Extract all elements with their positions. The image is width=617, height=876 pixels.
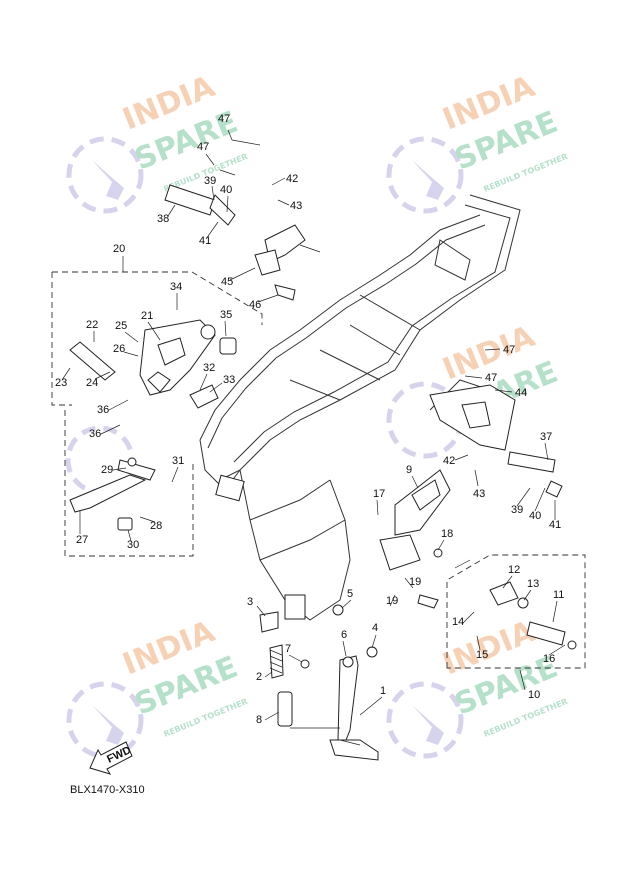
callout-label: 15 bbox=[476, 649, 488, 661]
callout-label: 18 bbox=[441, 528, 453, 540]
forward-direction-arrow: FWD bbox=[89, 741, 133, 775]
left-footrest-group bbox=[51, 271, 263, 557]
callout-label: 43 bbox=[473, 488, 485, 500]
main-frame bbox=[199, 194, 521, 621]
callout-label: 39 bbox=[204, 175, 216, 187]
callout-label: 2 bbox=[256, 671, 262, 683]
callout-label: 42 bbox=[443, 455, 455, 467]
callout-label: 39 bbox=[511, 504, 523, 516]
callout-label: 13 bbox=[527, 578, 539, 590]
callout-label: 1 bbox=[380, 685, 386, 697]
callout-label: 5 bbox=[347, 588, 353, 600]
callout-label: 25 bbox=[115, 320, 127, 332]
callout-label: 17 bbox=[373, 488, 385, 500]
callout-label: 6 bbox=[341, 629, 347, 641]
callout-label: 23 bbox=[55, 377, 67, 389]
callout-label: 40 bbox=[220, 184, 232, 196]
callout-label: 20 bbox=[113, 243, 125, 255]
callout-label: 30 bbox=[127, 539, 139, 551]
watermark-top-right: INDIA SPARE REBUILD TOGETHER bbox=[386, 69, 569, 214]
side-stand-group bbox=[259, 604, 379, 761]
callout-label: 37 bbox=[540, 431, 552, 443]
callout-label: 12 bbox=[508, 564, 520, 576]
diagram-reference-code: BLX1470-X310 bbox=[70, 784, 145, 796]
callout-label: 32 bbox=[203, 362, 215, 374]
callout-labels: 1 2 3 4 5 6 7 8 9 10 11 12 13 14 15 16 1… bbox=[55, 113, 564, 726]
callout-label: 42 bbox=[286, 173, 298, 185]
callout-label: 41 bbox=[199, 235, 211, 247]
callout-label: 40 bbox=[529, 510, 541, 522]
callout-label: 36 bbox=[97, 404, 109, 416]
callout-label: 27 bbox=[76, 534, 88, 546]
callout-label: 31 bbox=[172, 455, 184, 467]
callout-label: 35 bbox=[220, 309, 232, 321]
callout-label: 21 bbox=[141, 310, 153, 322]
callout-label: 47 bbox=[218, 113, 230, 125]
callout-label: 47 bbox=[503, 344, 515, 356]
callout-label: 47 bbox=[485, 372, 497, 384]
callout-label: 44 bbox=[515, 387, 527, 399]
callout-label: 4 bbox=[372, 622, 378, 634]
callout-label: 29 bbox=[101, 464, 113, 476]
callout-label: 26 bbox=[113, 343, 125, 355]
callout-label: 16 bbox=[543, 653, 555, 665]
callout-label: 47 bbox=[197, 141, 209, 153]
callout-label: 11 bbox=[553, 589, 564, 601]
callout-label: 33 bbox=[223, 374, 235, 386]
callout-label: 36 bbox=[89, 428, 101, 440]
passenger-footrest-group bbox=[164, 139, 321, 301]
callout-label: 22 bbox=[86, 319, 98, 331]
right-footrest-group bbox=[429, 384, 563, 498]
callout-label: 45 bbox=[221, 276, 233, 288]
callout-label: 8 bbox=[256, 714, 262, 726]
watermark-bottom-left: INDIA SPARE REBUILD TOGETHER bbox=[66, 614, 249, 759]
callout-label: 46 bbox=[249, 299, 261, 311]
callout-label: 34 bbox=[170, 281, 182, 293]
callout-leaders bbox=[61, 129, 566, 721]
callout-label: 24 bbox=[86, 377, 98, 389]
callout-label: 19 bbox=[409, 576, 421, 588]
callout-label: 9 bbox=[406, 464, 412, 476]
rear-footrest-group bbox=[446, 554, 586, 669]
callout-label: 3 bbox=[247, 596, 253, 608]
callout-label: 10 bbox=[528, 689, 540, 701]
callout-label: 41 bbox=[549, 519, 561, 531]
callout-label: 28 bbox=[150, 520, 162, 532]
callout-label: 43 bbox=[290, 200, 302, 212]
callout-label: 38 bbox=[157, 213, 169, 225]
callout-label: 14 bbox=[452, 616, 464, 628]
heel-guard-group bbox=[379, 469, 471, 609]
callout-label: 7 bbox=[285, 643, 291, 655]
